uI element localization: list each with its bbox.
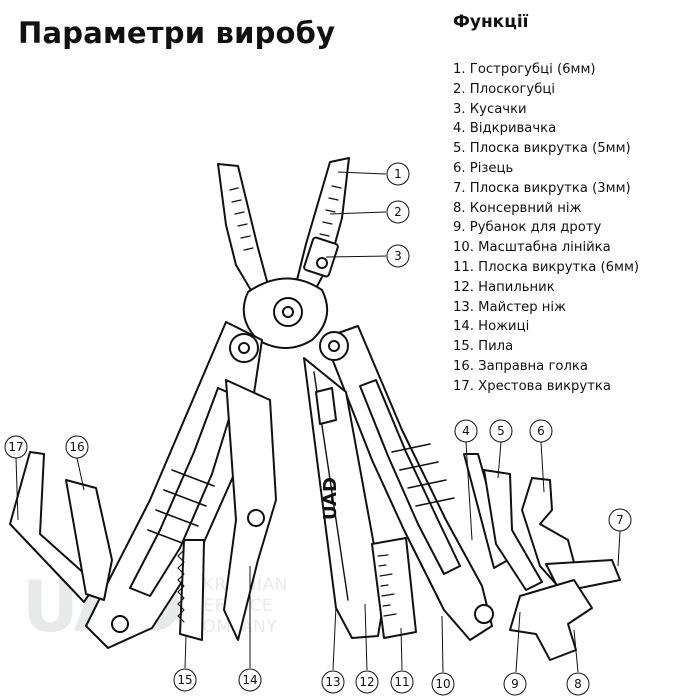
callout-circle-14 xyxy=(238,668,262,692)
blade-logo: UAD xyxy=(320,477,341,520)
left-jaw xyxy=(217,163,269,293)
callout-label-11: 11 xyxy=(394,675,409,689)
function-item-4: 4. Відкривачка xyxy=(453,121,557,137)
ruler xyxy=(371,537,417,639)
leader-17 xyxy=(15,457,19,521)
knife-thumb-stud xyxy=(315,387,337,425)
pivot-bolt-inner xyxy=(282,306,294,318)
callout-circle-10 xyxy=(431,672,455,696)
callout-label-3: 3 xyxy=(394,249,402,263)
left-bottom-screw xyxy=(111,615,129,633)
callout-label-9: 9 xyxy=(511,677,519,691)
leader-3 xyxy=(325,255,387,258)
leader-10 xyxy=(441,615,444,673)
callout-label-12: 12 xyxy=(359,675,374,689)
right-handle-ribs xyxy=(391,443,455,507)
leader-6 xyxy=(540,441,545,493)
right-handle xyxy=(323,325,493,641)
wire-cutter-screw xyxy=(316,257,328,269)
callout-circle-8 xyxy=(566,672,590,696)
leader-12 xyxy=(364,603,368,671)
callout-circle-11 xyxy=(390,670,414,694)
wire-cutter-block xyxy=(303,236,339,278)
right-jaw-teeth xyxy=(319,185,342,237)
callout-circle-7 xyxy=(608,508,632,532)
function-item-9: 9. Рубанок для дроту xyxy=(453,220,602,236)
callout-label-14: 14 xyxy=(242,673,257,687)
callout-circle-3 xyxy=(386,244,410,268)
leader-16 xyxy=(76,457,85,491)
callout-circle-15 xyxy=(173,668,197,692)
callout-label-7: 7 xyxy=(616,513,624,527)
saw-blade xyxy=(179,539,205,641)
scissors-blade xyxy=(223,379,277,641)
function-item-1: 1. Гострогубці (6мм) xyxy=(453,62,596,77)
leader-5 xyxy=(497,441,502,479)
function-item-16: 16. Заправна голка xyxy=(453,358,588,374)
page-title: Параметри виробу xyxy=(18,16,336,50)
awl xyxy=(65,479,113,601)
callout-circle-2 xyxy=(386,200,410,224)
callout-circle-12 xyxy=(355,670,379,694)
right-handle-screw-inner xyxy=(328,340,340,352)
callout-label-1: 1 xyxy=(394,167,402,181)
leader-8 xyxy=(573,629,579,673)
scissors-screw xyxy=(247,509,265,527)
callout-circle-4 xyxy=(454,419,478,443)
leader-7 xyxy=(617,530,621,567)
callout-label-4: 4 xyxy=(462,424,470,438)
can-opener xyxy=(509,579,593,661)
callout-label-15: 15 xyxy=(177,673,192,687)
callout-label-17: 17 xyxy=(8,440,23,454)
function-item-2: 2. Плоскогубці xyxy=(453,81,555,97)
saw-teeth xyxy=(177,549,185,623)
flat-screwdriver-5mm xyxy=(483,469,543,591)
function-item-5: 5. Плоска викрутка (5мм) xyxy=(453,141,631,157)
function-item-10: 10. Масштабна лінійка xyxy=(453,240,611,256)
left-handle-screw-inner xyxy=(238,342,250,354)
function-item-6: 6. Різець xyxy=(453,160,514,176)
function-item-7: 7. Плоска викрутка (3мм) xyxy=(453,180,631,196)
function-item-3: 3. Кусачки xyxy=(453,101,527,117)
right-bottom-screw xyxy=(474,604,494,624)
cutter-hook xyxy=(521,477,577,585)
leader-11 xyxy=(400,627,403,671)
leader-15 xyxy=(184,635,187,669)
leader-13 xyxy=(332,605,337,671)
leader-9 xyxy=(515,611,521,673)
leader-1 xyxy=(337,171,387,175)
ruler-ticks xyxy=(377,554,397,617)
callout-label-2: 2 xyxy=(394,205,402,219)
callout-label-10: 10 xyxy=(435,677,450,691)
callout-circle-1 xyxy=(386,162,410,186)
functions-list: 1. Гострогубці (6мм) 2. Плоскогубці 3. К… xyxy=(453,60,639,397)
callout-circle-5 xyxy=(489,419,513,443)
function-item-11: 11. Плоска викрутка (6мм) xyxy=(453,259,640,275)
callout-circle-17 xyxy=(4,435,28,459)
callout-label-5: 5 xyxy=(497,424,505,438)
functions-title: Функції xyxy=(453,12,529,32)
function-item-17: 17. Хрестова викрутка xyxy=(453,378,611,394)
callout-circle-13 xyxy=(321,670,345,694)
left-jaw-teeth xyxy=(229,187,254,251)
function-item-13: 13. Майстер ніж xyxy=(453,299,566,315)
phillips-screwdriver xyxy=(9,451,97,603)
function-item-14: 14. Ножиці xyxy=(453,319,530,335)
function-item-8: 8. Консервний ніж xyxy=(453,200,582,216)
callout-label-16: 16 xyxy=(69,440,84,454)
callout-label-6: 6 xyxy=(537,424,545,438)
function-item-15: 15. Пила xyxy=(453,339,514,355)
callout-label-13: 13 xyxy=(325,675,340,689)
left-handle-ribs xyxy=(147,469,215,547)
right-handle-inner xyxy=(359,379,461,575)
callout-circle-6 xyxy=(529,419,553,443)
callout-label-8: 8 xyxy=(574,677,582,691)
leader-4 xyxy=(465,441,473,541)
function-item-12: 12. Напильник xyxy=(453,279,555,295)
leader-2 xyxy=(329,211,387,215)
callout-circle-16 xyxy=(65,435,89,459)
callout-circle-9 xyxy=(503,672,527,696)
